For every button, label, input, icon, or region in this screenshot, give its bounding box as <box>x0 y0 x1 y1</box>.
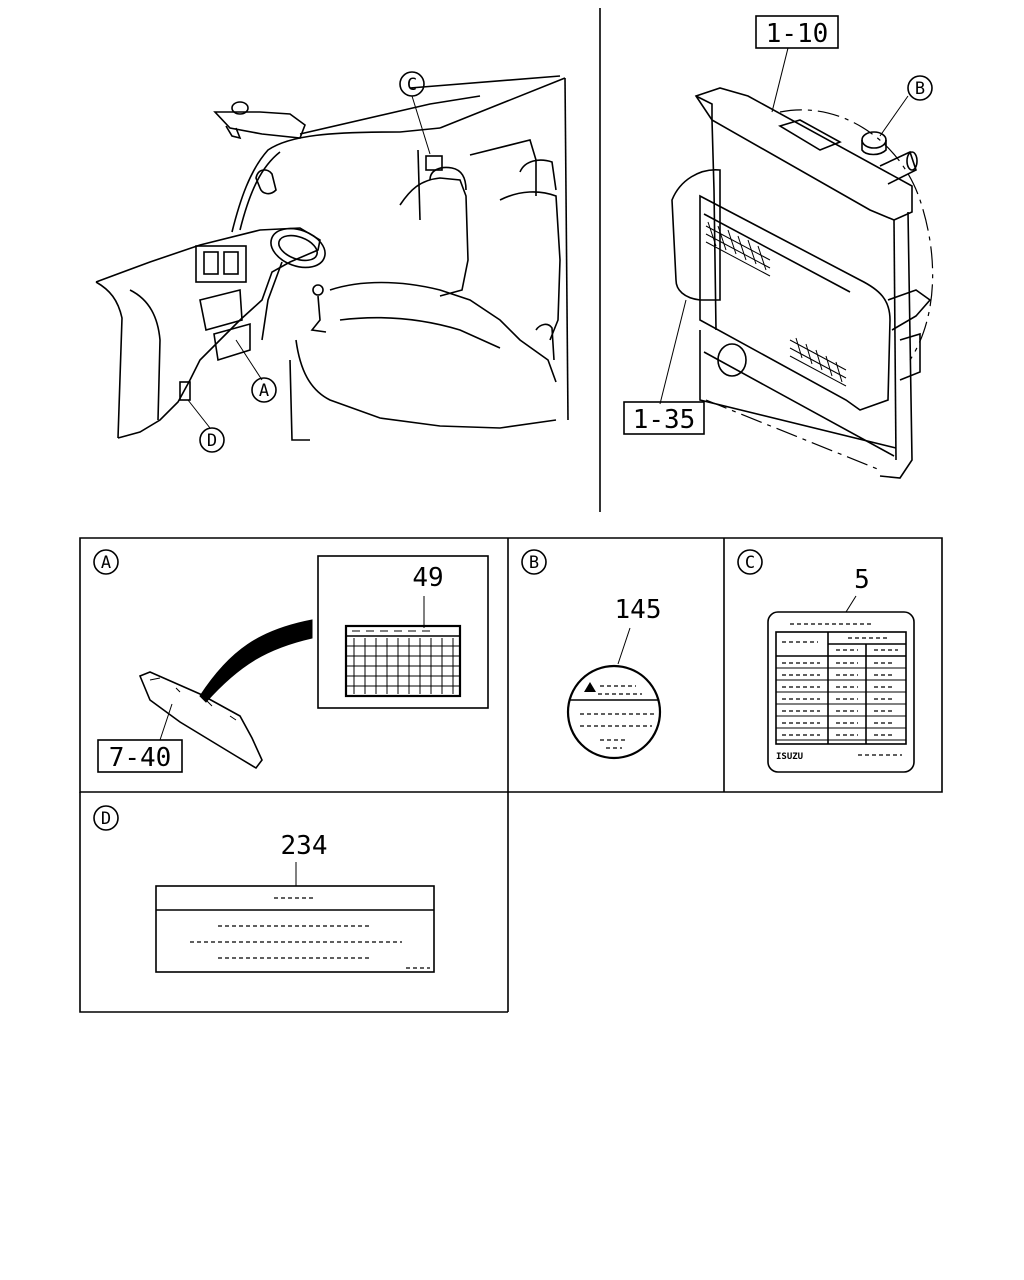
panel-D-label <box>155 885 435 973</box>
panel-D-part-number: 234 <box>281 831 328 861</box>
panel-A-arrow <box>199 619 313 703</box>
panel-B-letter-circle <box>521 549 547 575</box>
panel-A-letter-circle <box>93 549 119 575</box>
panel-C-letter-circle <box>737 549 763 575</box>
panel-A-inset-box <box>317 555 489 709</box>
callout-A-top-label: A <box>259 381 269 401</box>
callout-D-top-label: D <box>207 431 217 451</box>
panel-D: D 234 <box>93 805 435 973</box>
warning-triangle-icon <box>584 682 596 692</box>
detail-grid <box>79 537 943 1013</box>
panel-A-part-number: 49 <box>412 563 443 593</box>
panel-C: C 5 ISUZU <box>737 549 915 773</box>
ref-box-1-35: 1-35 <box>623 401 705 435</box>
ref-box-7-40: 7-40 <box>97 739 183 773</box>
panel-B: B 145 <box>521 549 662 760</box>
panel-A-sticker-grid <box>346 630 460 694</box>
cab-interior-drawing <box>95 75 569 441</box>
panel-A-letter: A <box>101 553 111 573</box>
callout-C-top: C <box>399 71 425 97</box>
ref-box-1-10: 1-10 <box>755 15 839 49</box>
ref-7-40-label: 7-40 <box>109 743 172 773</box>
panel-A: A 49 7-40 <box>93 549 489 773</box>
panel-C-brand: ISUZU <box>776 752 803 762</box>
panel-C-data-plate <box>767 611 915 773</box>
callout-D-top: D <box>199 427 225 453</box>
callout-A-top: A <box>251 377 277 403</box>
ref-1-35-label: 1-35 <box>633 405 696 435</box>
panel-D-letter: D <box>101 809 111 829</box>
panel-B-part-number: 145 <box>615 595 662 625</box>
panel-A-label-sticker <box>344 624 462 698</box>
radiator-drawing <box>659 47 934 479</box>
callout-B-top-label: B <box>915 79 925 99</box>
panel-C-table-rows <box>776 637 906 741</box>
panel-C-part-number: 5 <box>854 565 870 595</box>
panel-B-letter: B <box>529 553 539 573</box>
callout-C-top-label: C <box>407 75 417 95</box>
panel-C-letter: C <box>745 553 755 573</box>
plate-header-text <box>782 637 898 651</box>
callout-B-top: B <box>907 75 933 101</box>
ref-1-10-label: 1-10 <box>766 19 829 49</box>
panel-B-cap-label <box>566 664 662 760</box>
panel-D-letter-circle <box>93 805 119 831</box>
